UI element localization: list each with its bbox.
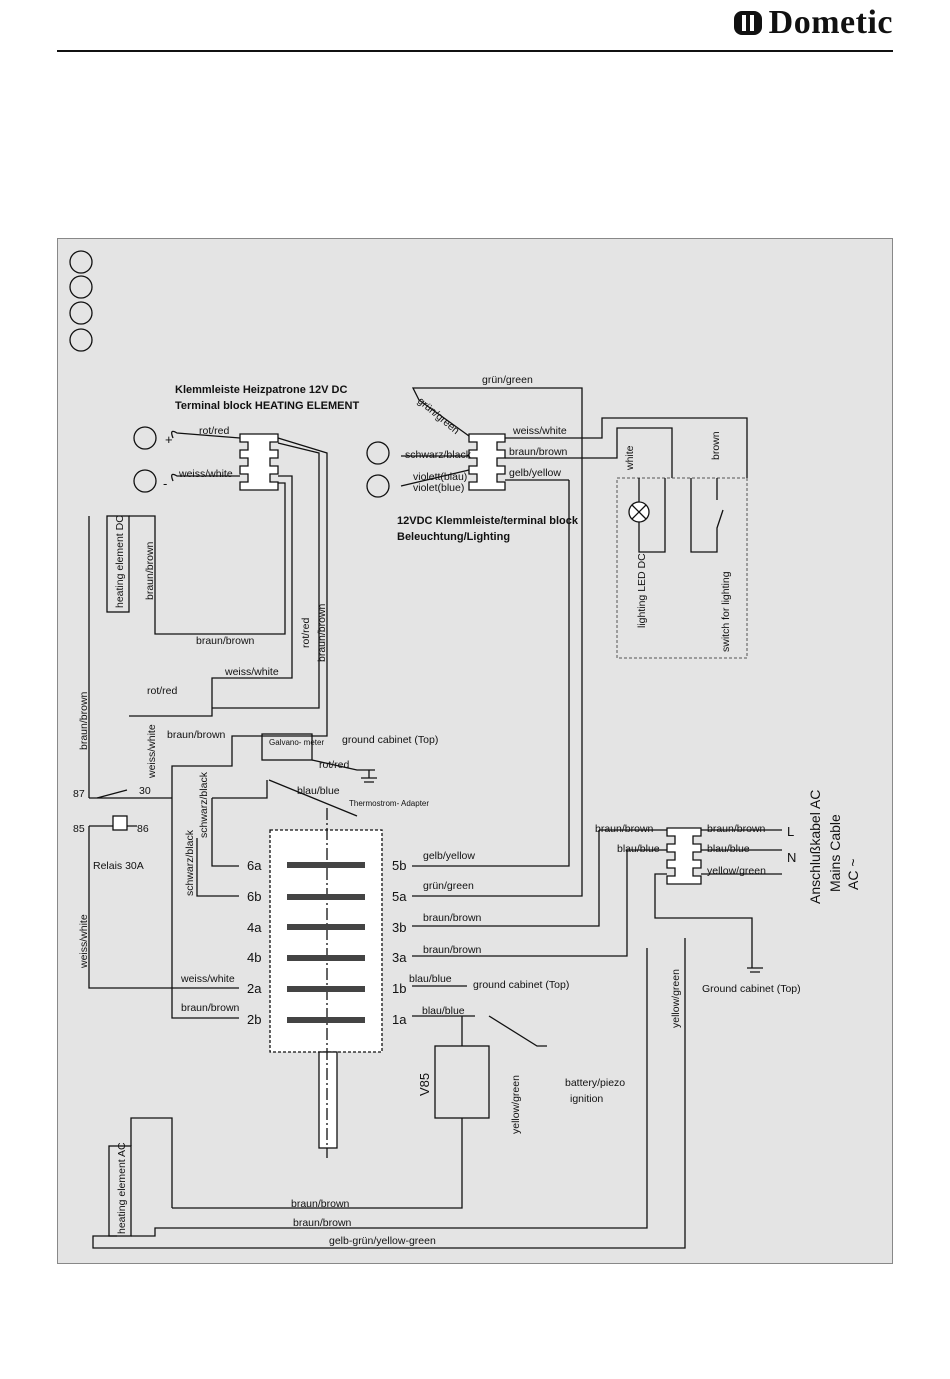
heating-element-dc — [106, 515, 130, 613]
heating-ac-label: heating element AC — [116, 1142, 128, 1234]
terminal-6a: 6a — [247, 858, 262, 873]
relay-pin-30: 30 — [139, 785, 151, 797]
brand-name: Dometic — [768, 4, 893, 41]
terminal-5b: 5b — [392, 858, 406, 873]
terminal-2a: 2a — [247, 981, 262, 996]
ignition-label: ignition — [570, 1093, 603, 1105]
lighting-block-title-2: Beleuchtung/Lighting — [397, 531, 510, 543]
ac-label: AC ~ — [845, 858, 861, 890]
heating-terminal-block — [239, 433, 279, 491]
wire-label-rot-red-v1: rot/red — [300, 617, 312, 648]
terminal-2b: 2b — [247, 1012, 261, 1027]
mains-N: N — [787, 850, 796, 865]
wire-label-gelb-gruen: gelb-grün/yellow-green — [329, 1235, 436, 1247]
wire-label-schwarz-black-l: schwarz/black — [405, 449, 472, 461]
relay-pin-85: 85 — [73, 823, 85, 835]
wire-label-braun-brown-h5: braun/brown — [423, 944, 482, 956]
wire-label-gelb-yellow-l: gelb/yellow — [509, 467, 561, 479]
lighting-box — [616, 477, 748, 659]
wire-label-schwarz-black-2: schwarz/black — [184, 829, 196, 896]
wire-label-yellow-green-m: yellow/green — [707, 865, 766, 877]
wire-label-white: white — [624, 445, 636, 471]
dometic-logo: Dometic — [733, 4, 893, 42]
v85-label: V85 — [417, 1073, 432, 1096]
terminal-6b: 6b — [247, 889, 261, 904]
terminal-5a: 5a — [392, 889, 407, 904]
dometic-logo-icon — [733, 11, 762, 35]
heating-dc-label: heating element DC — [114, 515, 126, 608]
plus-sign: + — [165, 432, 173, 447]
terminal-4a: 4a — [247, 920, 262, 935]
ground-cabinet-top: Ground cabinet (Top) — [702, 983, 801, 995]
wire-label-braun-brown-b1: braun/brown — [291, 1198, 350, 1210]
wire-label-gruen-green-top: grün/green — [482, 374, 533, 386]
wire-label-gruen-green-1: grün/green — [423, 880, 474, 892]
galvanometer-label: Galvano- meter — [269, 738, 324, 747]
relay-pin-86: 86 — [137, 823, 149, 835]
wire-label-brown: brown — [710, 431, 722, 460]
mains-cable-label: Mains Cable — [827, 814, 843, 892]
heating-element-ac — [108, 1145, 132, 1237]
mains-terminal-block — [666, 827, 702, 885]
relay — [88, 516, 137, 831]
wire-label-weiss-white-h1: weiss/white — [224, 666, 279, 678]
terminal-3b: 3b — [392, 920, 406, 935]
lighting-led-label: lighting LED DC — [636, 553, 648, 628]
wire-label-weiss-white-top: weiss/white — [178, 468, 233, 480]
wire-label-braun-brown-m2: braun/brown — [707, 823, 766, 835]
wire-label-braun-brown-h2: braun/brown — [167, 729, 226, 741]
anschluss-label: Anschlußkabel AC — [807, 790, 823, 904]
terminal-4b: 4b — [247, 950, 261, 965]
wire-label-violet-blue: violet(blue) — [413, 482, 464, 494]
wire-label-schwarz-black-1: schwarz/black — [198, 771, 210, 838]
wire-label-yellow-green-1: yellow/green — [510, 1075, 522, 1134]
wire-label-blau-blue-1: blau/blue — [297, 785, 340, 797]
wire-label-blau-blue-m1: blau/blue — [617, 843, 660, 855]
header-rule — [57, 50, 893, 52]
terminal-1b: 1b — [392, 981, 406, 996]
wire-label-gelb-yellow-1: gelb/yellow — [423, 850, 475, 862]
relay-label: Relais 30A — [93, 860, 144, 872]
wire-label-weiss-white-h2: weiss/white — [180, 973, 235, 985]
wire-label-blau-blue-3: blau/blue — [422, 1005, 465, 1017]
wire-label-braun-brown-h4: braun/brown — [423, 912, 482, 924]
wiring-diagram: Klemmleiste Heizpatrone 12V DC Terminal … — [57, 238, 893, 1264]
relay-pin-87: 87 — [73, 788, 85, 800]
wire-label-braun-brown-l: braun/brown — [509, 446, 568, 458]
wire-label-rot-red-h1: rot/red — [147, 685, 178, 697]
mains-L: L — [787, 824, 794, 839]
wire-label-rot-red-top: rot/red — [199, 425, 230, 437]
led-lamp-icon — [628, 478, 724, 553]
wire-label-braun-brown-v2: braun/brown — [316, 603, 328, 662]
terminal-1a: 1a — [392, 1012, 407, 1027]
wire-label-braun-brown-m1: braun/brown — [595, 823, 654, 835]
wire-label-braun-brown-v3: braun/brown — [78, 691, 90, 750]
galvanometer — [261, 733, 313, 761]
wire-label-yellow-green-2: yellow/green — [670, 969, 682, 1028]
heater-rods — [287, 862, 365, 1023]
lighting-terminal-block — [468, 433, 506, 491]
minus-sign: - — [163, 476, 167, 491]
wire-label-weiss-white-l: weiss/white — [512, 425, 567, 437]
wire-label-braun-brown-b2: braun/brown — [293, 1217, 352, 1229]
wire-label-blau-blue-2: blau/blue — [409, 973, 452, 985]
ground-top-label-2: ground cabinet (Top) — [473, 979, 569, 991]
wire-label-blau-blue-m2: blau/blue — [707, 843, 750, 855]
wire-label-braun-brown-h1: braun/brown — [196, 635, 255, 647]
switch-lighting-label: switch for lighting — [720, 571, 732, 652]
battery-label: battery/piezo — [565, 1077, 625, 1089]
heating-block-title-2: Terminal block HEATING ELEMENT — [175, 400, 359, 412]
wire-label-weiss-white-v2: weiss/white — [146, 724, 158, 779]
wire-label-braun-brown-h3: braun/brown — [181, 1002, 240, 1014]
wire-label-braun-brown-v1: braun/brown — [144, 541, 156, 600]
wire-label-weiss-white-v3: weiss/white — [78, 914, 90, 969]
heating-block-title-1: Klemmleiste Heizpatrone 12V DC — [175, 384, 347, 396]
thermostrom-label: Thermostrom- Adapter — [349, 799, 429, 808]
ground-top-label-1: ground cabinet (Top) — [342, 734, 438, 746]
lighting-block-title-1: 12VDC Klemmleiste/terminal block — [397, 515, 579, 527]
corner-circles — [69, 250, 93, 352]
terminal-3a: 3a — [392, 950, 407, 965]
